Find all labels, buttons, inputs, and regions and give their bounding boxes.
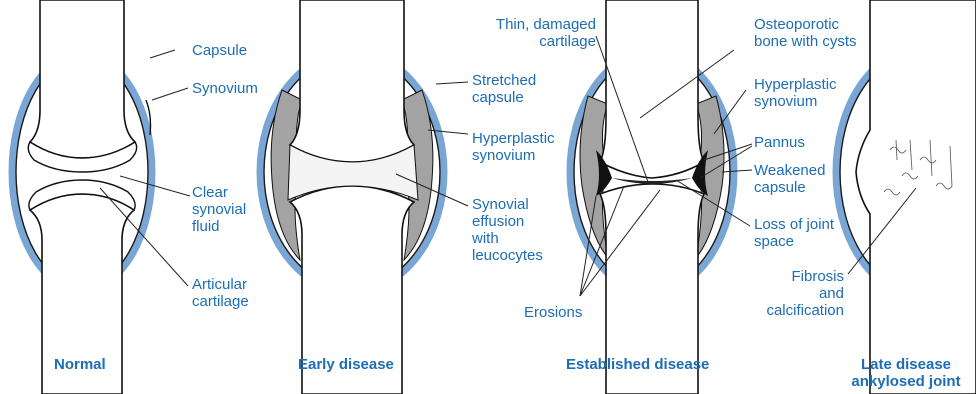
label-hyperplastic-synovium: Hyperplastic synovium [472, 130, 555, 164]
leader-capsule [150, 50, 175, 58]
label-fibrosis-calcification: Fibrosis and calcification [736, 268, 844, 319]
label-weakened-capsule: Weakened capsule [754, 162, 825, 196]
label-hyperplastic-synovium-2: Hyperplastic synovium [754, 76, 837, 110]
early-upper-bone [290, 0, 414, 162]
caption-normal: Normal [54, 356, 106, 373]
label-thin-damaged-cartilage: Thin, damaged cartilage [470, 16, 596, 50]
leader-stretched [436, 82, 468, 84]
label-stretched-capsule: Stretched capsule [472, 72, 536, 106]
caption-established-disease: Established disease [566, 356, 709, 373]
label-clear-synovial-fluid: Clear synovial fluid [192, 184, 246, 235]
early-joint [260, 0, 468, 394]
label-erosions: Erosions [524, 304, 582, 321]
label-synovium: Synovium [192, 80, 258, 97]
label-loss-of-joint-space: Loss of joint space [754, 216, 834, 250]
label-capsule: Capsule [192, 42, 247, 59]
label-synovial-effusion: Synovial effusion with leucocytes [472, 196, 543, 264]
normal-joint [12, 0, 190, 394]
caption-early-disease: Early disease [298, 356, 394, 373]
label-pannus: Pannus [754, 134, 805, 151]
established-joint [570, 0, 752, 394]
normal-upper-bone [30, 0, 135, 158]
label-articular-cartilage: Articular cartilage [192, 276, 249, 310]
leader-synovium [152, 88, 188, 100]
label-osteoporotic-bone: Osteoporotic bone with cysts [754, 16, 857, 50]
late-joint [836, 0, 976, 394]
established-upper-bone [600, 0, 704, 178]
late-fused-bone [856, 0, 976, 394]
caption-late-disease: Late disease ankylosed joint [836, 356, 976, 390]
